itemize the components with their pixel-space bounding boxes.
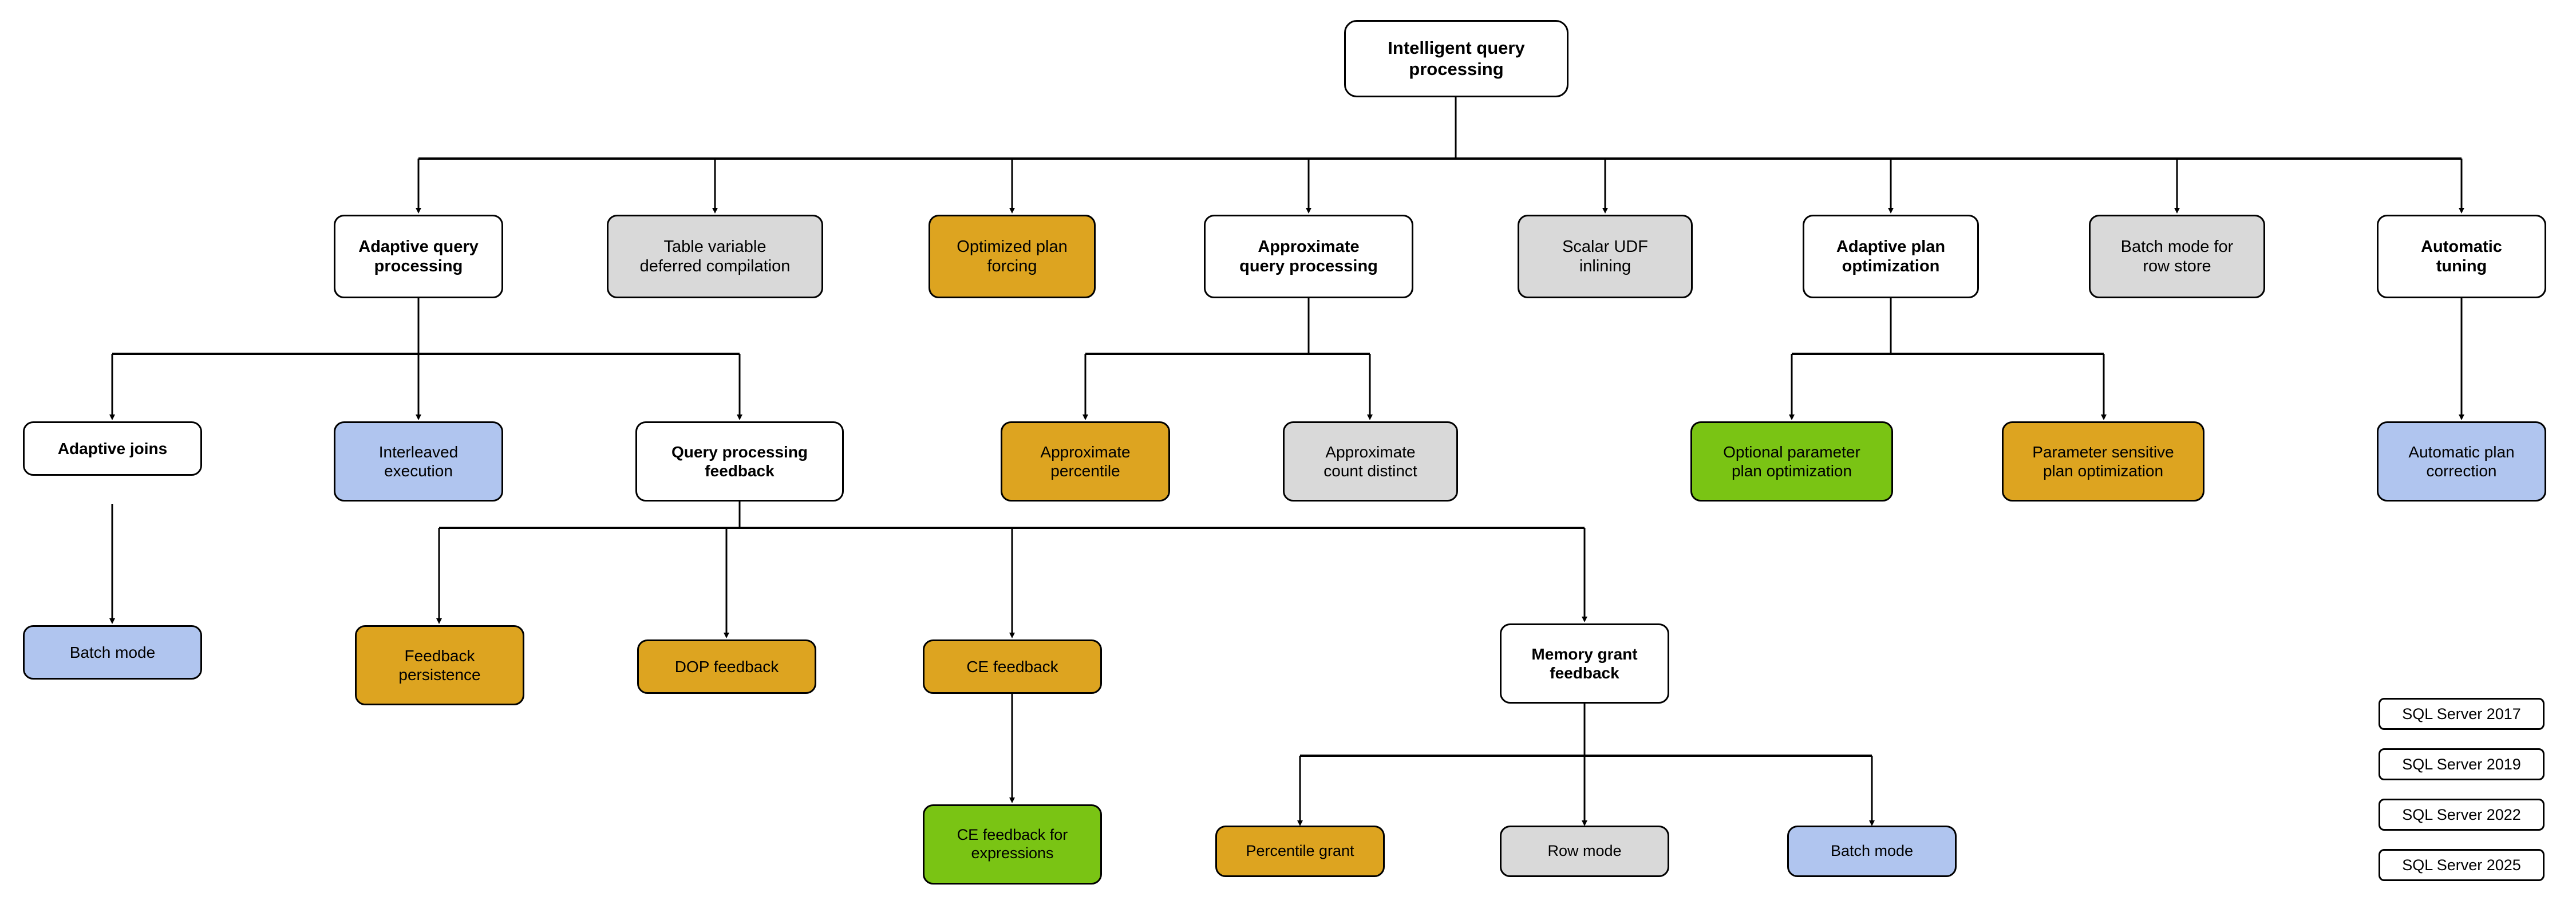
- node-label: Automatic tuning: [2421, 237, 2502, 275]
- node-percentile-grant[interactable]: Percentile grant: [1215, 826, 1385, 877]
- legend-item-sql-server-2025: SQL Server 2025: [2379, 849, 2545, 881]
- node-parameter-sensitive-plan-optimization[interactable]: Parameter sensitive plan optimization: [2002, 421, 2204, 502]
- node-label: CE feedback for expressions: [957, 826, 1068, 862]
- node-approximate-count-distinct[interactable]: Approximate count distinct: [1283, 421, 1458, 502]
- node-label: Query processing feedback: [671, 443, 808, 480]
- legend-label: SQL Server 2022: [2402, 806, 2521, 823]
- node-label: Approximate percentile: [1040, 443, 1131, 480]
- node-adaptive-joins[interactable]: Adaptive joins: [23, 421, 202, 476]
- node-batch-mode-for-row-store[interactable]: Batch mode for row store: [2089, 215, 2265, 298]
- node-label: Optimized plan forcing: [957, 237, 1068, 275]
- node-label: Adaptive joins: [57, 439, 168, 457]
- node-adaptive-query-processing[interactable]: Adaptive query processing: [334, 215, 503, 298]
- node-memory-grant-feedback[interactable]: Memory grant feedback: [1500, 623, 1669, 704]
- node-row-mode[interactable]: Row mode: [1500, 826, 1669, 877]
- node-label: Percentile grant: [1246, 842, 1354, 860]
- node-intelligent-query-processing[interactable]: Intelligent query processing: [1344, 20, 1568, 97]
- node-automatic-plan-correction[interactable]: Automatic plan correction: [2377, 421, 2546, 502]
- node-ce-feedback-for-expressions[interactable]: CE feedback for expressions: [923, 804, 1102, 885]
- node-batch-mode-memory-grant[interactable]: Batch mode: [1787, 826, 1957, 877]
- node-label: CE feedback: [966, 657, 1058, 676]
- node-label: Approximate count distinct: [1323, 443, 1417, 480]
- node-label: Interleaved execution: [378, 443, 459, 480]
- node-batch-mode-adaptive-joins[interactable]: Batch mode: [23, 625, 202, 680]
- node-label: Approximate query processing: [1239, 237, 1378, 275]
- legend-label: SQL Server 2017: [2402, 705, 2521, 722]
- legend-item-sql-server-2019: SQL Server 2019: [2379, 748, 2545, 780]
- node-feedback-persistence[interactable]: Feedback persistence: [355, 625, 524, 705]
- node-label: Memory grant feedback: [1531, 645, 1638, 682]
- node-approximate-query-processing[interactable]: Approximate query processing: [1204, 215, 1413, 298]
- node-label: Batch mode: [1830, 842, 1914, 860]
- node-approximate-percentile[interactable]: Approximate percentile: [1001, 421, 1170, 502]
- node-label: DOP feedback: [674, 657, 779, 676]
- node-label: Table variable deferred compilation: [639, 237, 791, 275]
- node-label: Row mode: [1547, 842, 1622, 860]
- node-label: Adaptive plan optimization: [1836, 237, 1946, 275]
- node-label: Automatic plan correction: [2408, 443, 2515, 480]
- node-adaptive-plan-optimization[interactable]: Adaptive plan optimization: [1803, 215, 1979, 298]
- node-dop-feedback[interactable]: DOP feedback: [637, 639, 816, 694]
- node-ce-feedback[interactable]: CE feedback: [923, 639, 1102, 694]
- node-interleaved-execution[interactable]: Interleaved execution: [334, 421, 503, 502]
- legend-item-sql-server-2022: SQL Server 2022: [2379, 799, 2545, 831]
- node-query-processing-feedback[interactable]: Query processing feedback: [635, 421, 844, 502]
- node-optional-parameter-plan-optimization[interactable]: Optional parameter plan optimization: [1690, 421, 1893, 502]
- node-table-variable-deferred-compilation[interactable]: Table variable deferred compilation: [607, 215, 823, 298]
- node-label: Optional parameter plan optimization: [1723, 443, 1860, 480]
- node-label: Batch mode for row store: [2120, 237, 2234, 275]
- node-optimized-plan-forcing[interactable]: Optimized plan forcing: [929, 215, 1096, 298]
- legend-label: SQL Server 2019: [2402, 755, 2521, 773]
- legend-label: SQL Server 2025: [2402, 856, 2521, 874]
- node-label: Batch mode: [69, 643, 156, 661]
- node-label: Scalar UDF inlining: [1562, 237, 1648, 275]
- node-label: Feedback persistence: [398, 646, 481, 684]
- node-label: Parameter sensitive plan optimization: [2032, 443, 2174, 480]
- node-automatic-tuning[interactable]: Automatic tuning: [2377, 215, 2546, 298]
- node-scalar-udf-inlining[interactable]: Scalar UDF inlining: [1518, 215, 1693, 298]
- node-label: Adaptive query processing: [358, 237, 479, 275]
- legend-item-sql-server-2017: SQL Server 2017: [2379, 698, 2545, 730]
- node-label: Intelligent query processing: [1388, 37, 1525, 79]
